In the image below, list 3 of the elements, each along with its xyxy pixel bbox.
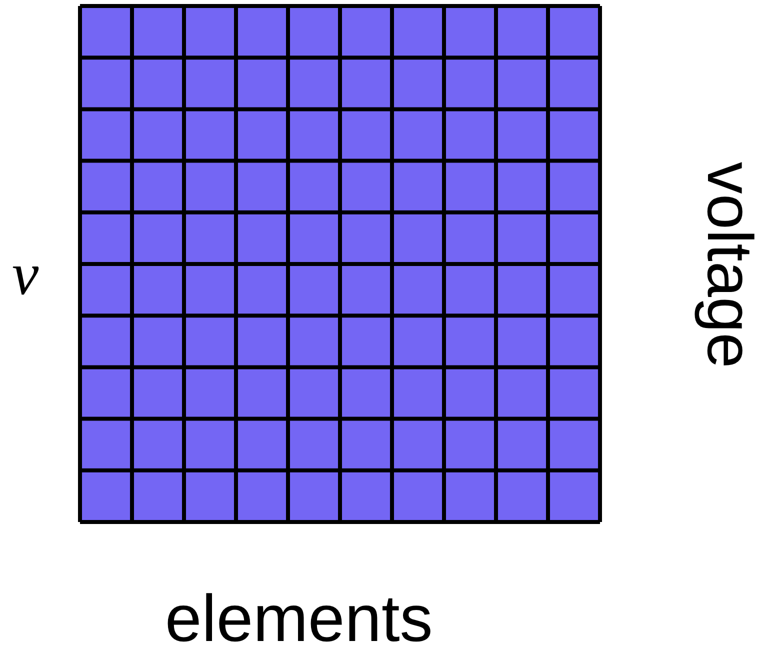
row-symbol: ν xyxy=(12,240,39,309)
axis-title: voltage xyxy=(693,162,767,368)
axis-title: elements xyxy=(165,580,433,656)
